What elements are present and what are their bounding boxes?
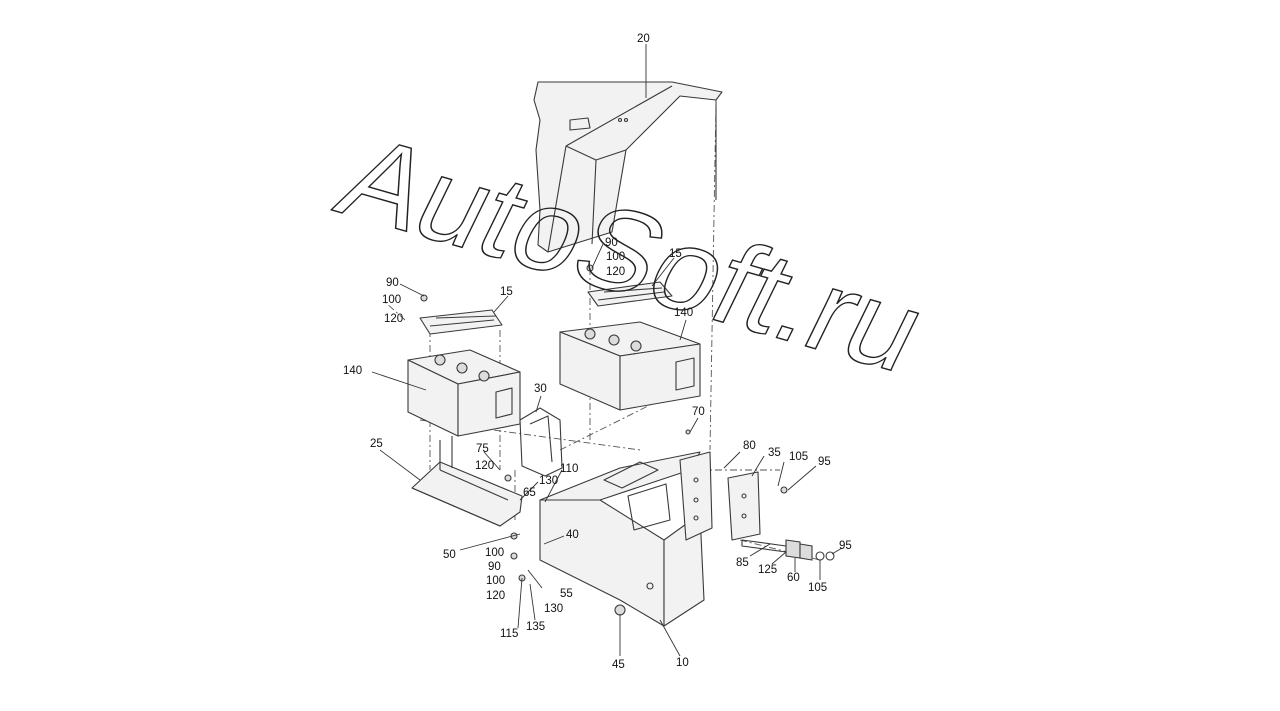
mounting-plate: [727, 471, 761, 541]
callout-95-lower: 95: [839, 540, 852, 552]
callout-120-lower: 120: [486, 590, 505, 602]
callout-100-right: 100: [606, 251, 625, 263]
shaft-assembly: [741, 539, 835, 561]
callout-100-lower-a: 100: [485, 547, 504, 559]
callout-130-lower: 130: [544, 603, 563, 615]
callout-30: 30: [534, 383, 547, 395]
callout-120-left: 120: [384, 313, 403, 325]
battery-cover: [533, 81, 723, 253]
battery-tray: [411, 436, 523, 527]
callout-45: 45: [612, 659, 625, 671]
callout-105-upper: 105: [789, 451, 808, 463]
battery-left: [407, 349, 521, 437]
callout-130-upper: 130: [539, 475, 558, 487]
strap-bracket: [519, 407, 563, 477]
battery-hold-down-right: [587, 281, 673, 307]
callout-135: 135: [526, 621, 545, 633]
callout-15-right: 15: [669, 248, 682, 260]
callout-20: 20: [637, 33, 650, 45]
callout-140-right: 140: [674, 307, 693, 319]
callout-100-left: 100: [382, 294, 401, 306]
callout-90-left: 90: [386, 277, 399, 289]
callout-125: 125: [758, 564, 777, 576]
callout-35: 35: [768, 447, 781, 459]
callout-110: 110: [560, 463, 578, 475]
callout-120-right: 120: [606, 266, 625, 278]
callout-15-left: 15: [500, 286, 513, 298]
callout-140-left: 140: [343, 365, 362, 377]
callout-95-upper: 95: [818, 456, 831, 468]
callout-90-right: 90: [605, 237, 618, 249]
callout-85: 85: [736, 557, 749, 569]
callout-70: 70: [692, 406, 705, 418]
callout-10: 10: [676, 657, 689, 669]
callout-25: 25: [370, 438, 383, 450]
callout-75: 75: [476, 443, 489, 455]
callout-90-lower: 90: [488, 561, 501, 573]
callout-80: 80: [743, 440, 756, 452]
callout-105-lower: 105: [808, 582, 827, 594]
callout-100-lower-b: 100: [486, 575, 505, 587]
battery-hold-down-left: [419, 309, 503, 335]
battery-box-housing: [539, 451, 713, 627]
callout-55: 55: [560, 588, 573, 600]
callout-labels: 20 15 15 90 100 120 90 100 120 140 140 3…: [343, 33, 852, 671]
callout-120-mid: 120: [475, 460, 494, 472]
callout-65: 65: [523, 487, 536, 499]
callout-115: 115: [500, 628, 518, 640]
battery-right: [559, 321, 701, 411]
callout-40: 40: [566, 529, 579, 541]
callout-50: 50: [443, 549, 456, 561]
callout-60: 60: [787, 572, 800, 584]
leader-lines: [371, 44, 843, 657]
